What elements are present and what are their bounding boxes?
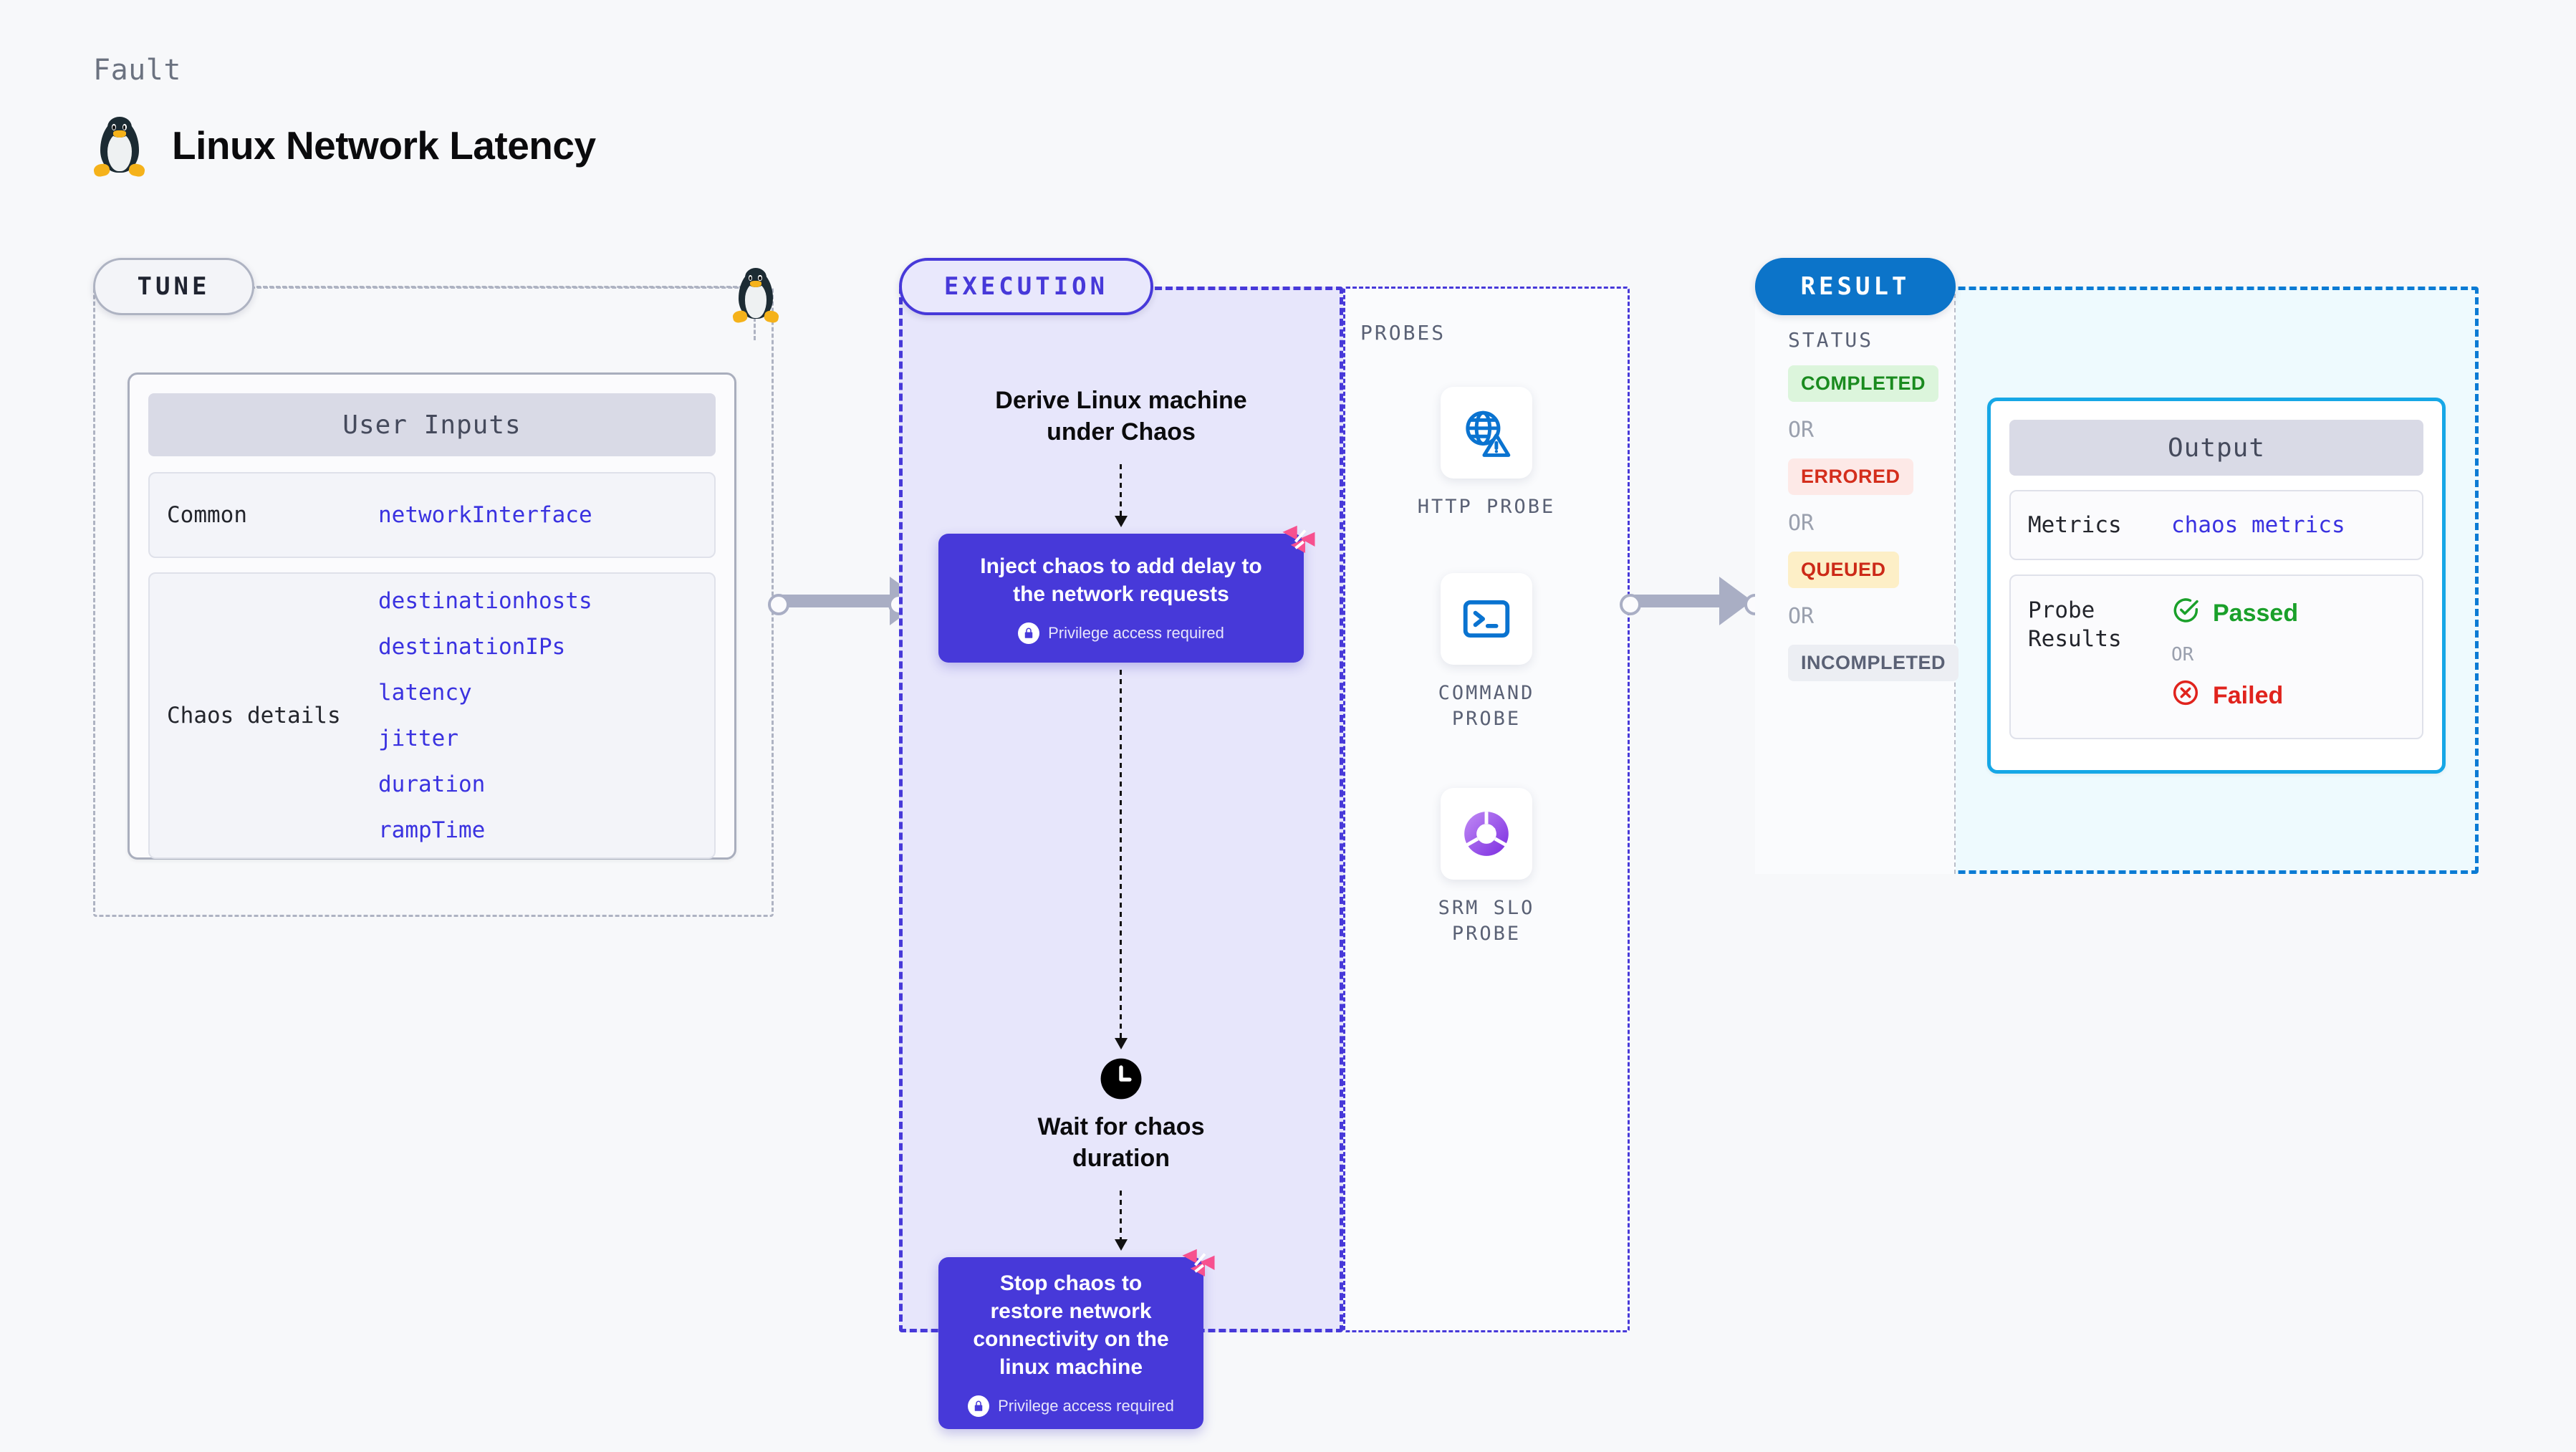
- execution-arrow-3: [1115, 1191, 1128, 1251]
- tune-stage: TUNE User Inputs Common networkInterface…: [93, 258, 774, 917]
- lock-icon: [968, 1395, 990, 1417]
- result-stage: RESULT STATUS COMPLETED OR ERRORED OR QU…: [1755, 258, 2479, 874]
- page-title: Linux Network Latency: [172, 123, 596, 168]
- probe-result-failed-label: Failed: [2213, 682, 2284, 709]
- probe-command[interactable]: COMMAND PROBE: [1343, 573, 1630, 733]
- lock-icon: [1018, 622, 1040, 644]
- tune-value[interactable]: rampTime: [378, 817, 486, 843]
- privilege-note-text: Privilege access required: [998, 1397, 1174, 1415]
- tune-value[interactable]: latency: [378, 680, 472, 706]
- status-caption: STATUS: [1788, 328, 1874, 352]
- status-or: OR: [1788, 418, 1815, 443]
- privilege-note: Privilege access required: [1018, 622, 1224, 644]
- status-badge: INCOMPLETED: [1788, 645, 1959, 681]
- user-inputs-card-header: User Inputs: [148, 393, 716, 456]
- tune-value[interactable]: duration: [378, 771, 486, 797]
- tune-row-chaos-details-label: Chaos details: [167, 702, 341, 729]
- result-stage-pill[interactable]: RESULT: [1755, 258, 1956, 315]
- linux-penguin-icon: [92, 115, 147, 178]
- output-card: Output Metrics chaos metrics Probe Resul…: [1987, 398, 2446, 774]
- execution-arrow-2: [1115, 670, 1128, 1049]
- status-badge: ERRORED: [1788, 458, 1913, 495]
- probe-http[interactable]: HTTP PROBE: [1343, 387, 1630, 520]
- tune-stage-pill[interactable]: TUNE: [93, 258, 254, 315]
- harness-logo-icon: [1179, 1244, 1218, 1286]
- execution-stage: EXECUTION Derive Linux machine under Cha…: [899, 258, 1343, 1429]
- connector-node-probes: [1620, 594, 1641, 615]
- execution-step-stop-chaos-title: Stop chaos to restore network connectivi…: [973, 1271, 1169, 1379]
- linux-penguin-icon-connector: [731, 266, 780, 324]
- probe-srm-slo-label: SRM SLO PROBE: [1438, 897, 1535, 946]
- status-badge: COMPLETED: [1788, 365, 1939, 402]
- probes-caption: PROBES: [1360, 321, 1446, 345]
- terminal-icon: [1441, 573, 1532, 665]
- tune-row-common: Common networkInterface: [148, 472, 716, 558]
- status-or: OR: [1788, 604, 1815, 629]
- globe-warning-icon: [1441, 387, 1532, 479]
- tune-value[interactable]: destinationhosts: [378, 588, 592, 614]
- probe-result-failed: Failed: [2171, 678, 2298, 713]
- execution-step-derive-label: Derive Linux machine under Chaos: [995, 387, 1247, 446]
- probe-result-passed-label: Passed: [2213, 600, 2299, 627]
- execution-step-wait-label: Wait for chaos duration: [1037, 1113, 1205, 1172]
- output-metrics-label: Metrics: [2028, 511, 2122, 538]
- probe-srm-slo[interactable]: SRM SLO PROBE: [1343, 788, 1630, 948]
- tune-value[interactable]: jitter: [378, 726, 458, 751]
- execution-stage-pill[interactable]: EXECUTION: [899, 258, 1153, 315]
- x-circle-icon: [2171, 678, 2200, 713]
- privilege-note-text: Privilege access required: [1048, 624, 1224, 642]
- output-metrics-value[interactable]: chaos metrics: [2171, 512, 2345, 538]
- privilege-note: Privilege access required: [968, 1395, 1174, 1417]
- probe-result-passed: Passed: [2171, 596, 2298, 631]
- tune-to-penguin-dashed-line: [256, 286, 744, 288]
- tune-row-common-values: networkInterface: [378, 502, 592, 528]
- execution-step-stop-chaos[interactable]: Stop chaos to restore network connectivi…: [938, 1249, 1215, 1429]
- harness-logo-icon: [1279, 521, 1318, 562]
- user-inputs-card: User Inputs Common networkInterface Chao…: [128, 372, 736, 860]
- page-kicker: Fault: [93, 54, 181, 87]
- check-circle-icon: [2171, 596, 2200, 631]
- execution-step-inject-chaos[interactable]: Inject chaos to add delay to the network…: [938, 525, 1315, 663]
- tune-value[interactable]: destinationIPs: [378, 634, 566, 660]
- output-probe-results-label: Probe Results: [2028, 597, 2122, 653]
- status-badge: QUEUED: [1788, 552, 1899, 588]
- tune-row-chaos-details: Chaos details destinationhosts destinati…: [148, 572, 716, 859]
- page-title-row: Linux Network Latency: [92, 115, 596, 178]
- tune-row-chaos-details-values: destinationhosts destinationIPs latency …: [378, 588, 592, 843]
- probe-command-label: COMMAND PROBE: [1438, 682, 1535, 731]
- output-row-metrics: Metrics chaos metrics: [2009, 490, 2423, 560]
- execution-step-inject-chaos-title: Inject chaos to add delay to the network…: [980, 554, 1262, 606]
- status-badge-list: COMPLETED OR ERRORED OR QUEUED OR INCOMP…: [1788, 365, 1959, 681]
- probe-result-or: OR: [2171, 644, 2194, 665]
- slo-donut-check-icon: [1441, 788, 1532, 880]
- connector-probes-to-result: [1635, 577, 1752, 625]
- probe-http-label: HTTP PROBE: [1417, 496, 1556, 518]
- probes-stage: PROBES HTTP PROBE: [1343, 287, 1630, 1332]
- output-card-header: Output: [2009, 420, 2423, 476]
- output-row-probe-results: Probe Results Passed OR: [2009, 574, 2423, 739]
- clock-icon: [1099, 1057, 1143, 1101]
- status-or: OR: [1788, 511, 1815, 536]
- connector-node-tune: [768, 594, 789, 615]
- tune-row-common-label: Common: [167, 501, 247, 528]
- execution-arrow-1: [1115, 464, 1128, 527]
- tune-value[interactable]: networkInterface: [378, 502, 592, 528]
